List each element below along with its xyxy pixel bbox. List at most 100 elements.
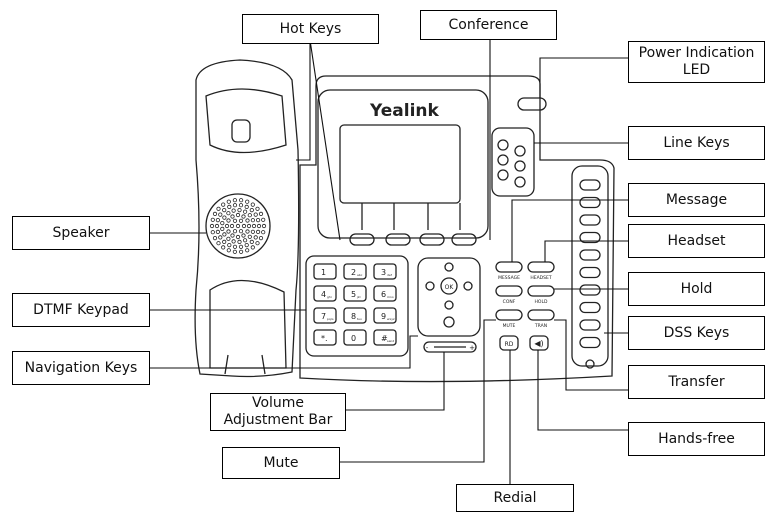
dss-key-3[interactable] <box>579 214 601 226</box>
tran-key[interactable] <box>527 309 555 321</box>
callout-message: Message <box>628 183 765 217</box>
dss-key-5[interactable] <box>579 249 601 261</box>
keypad-digit: 3 <box>381 268 386 277</box>
speaker-hole <box>241 223 247 229</box>
line-key-6[interactable] <box>514 176 526 188</box>
speaker-hole <box>222 215 227 220</box>
handsfree-key[interactable] <box>529 335 549 351</box>
speaker-hole <box>209 223 215 229</box>
nav-ok-key[interactable] <box>440 277 458 295</box>
dss-key-10[interactable] <box>579 336 601 349</box>
dss-key-2[interactable] <box>579 196 601 209</box>
callout-hands-free: Hands-free <box>628 422 765 456</box>
callout-mute: Mute <box>222 447 340 479</box>
keypad-digit: # <box>381 334 388 343</box>
speaker-hole <box>256 223 262 229</box>
dss-key-4[interactable] <box>579 231 601 244</box>
line-key-3[interactable] <box>497 169 509 181</box>
leader-headset <box>544 240 628 262</box>
line-key-1[interactable] <box>497 139 509 151</box>
speaker-hole <box>238 244 244 249</box>
keypad-key-1[interactable]: 1 <box>313 263 337 280</box>
speaker-hole <box>226 248 231 253</box>
speaker-hole <box>220 226 225 231</box>
speaker-hole <box>243 209 248 214</box>
message-key[interactable] <box>495 261 523 273</box>
leader-handsfree <box>537 350 628 431</box>
nav-right-key[interactable] <box>463 281 473 291</box>
redial-key[interactable] <box>499 335 519 351</box>
speaker-hole <box>224 223 230 229</box>
dss-key-8[interactable] <box>579 301 601 314</box>
keypad-digit: 8 <box>351 312 356 321</box>
keypad-digit: 9 <box>381 312 386 321</box>
speaker-hole <box>226 211 231 216</box>
mute-key-label: MUTE <box>503 323 516 329</box>
dss-key-6[interactable] <box>579 266 601 279</box>
speaker-hole <box>226 199 231 204</box>
nav-left-key[interactable] <box>425 281 435 291</box>
speaker-hole <box>227 243 232 248</box>
keypad-digit: 7 <box>321 312 326 321</box>
redial-key-label: RD <box>505 341 514 348</box>
hot-key-1[interactable] <box>349 233 375 246</box>
display-housing <box>317 89 489 239</box>
conf-key[interactable] <box>495 285 523 297</box>
line-key-5[interactable] <box>514 160 526 172</box>
cancel-key[interactable] <box>443 316 455 328</box>
speaker-hole <box>261 217 266 222</box>
speaker-hole <box>239 249 244 254</box>
speaker-hole <box>250 229 255 234</box>
speaker-hole <box>245 248 250 253</box>
speaker-hole <box>226 218 231 223</box>
speaker-hole <box>229 223 235 229</box>
speaker-hole <box>255 218 261 223</box>
speaker-hole <box>221 202 226 207</box>
keypad-letters: def <box>387 273 393 277</box>
conf-key-label: CONF <box>503 299 516 305</box>
speaker-hole <box>245 218 250 223</box>
speaker-hole <box>210 230 215 235</box>
hold-key[interactable] <box>527 285 555 297</box>
dss-key-9[interactable] <box>579 319 601 331</box>
speaker-hole <box>215 229 220 234</box>
speaker-hole <box>232 229 238 234</box>
handset <box>194 59 300 378</box>
speaker-hole <box>227 204 232 209</box>
speaker-hole <box>215 218 220 223</box>
keypad-key-12[interactable]: #send <box>373 329 397 346</box>
dss-key-7[interactable] <box>579 284 601 296</box>
speaker-hole <box>218 212 223 217</box>
keypad-key-10[interactable]: *. <box>313 329 337 346</box>
mute-key[interactable] <box>495 309 523 321</box>
volume-bar[interactable] <box>423 341 477 353</box>
handset-earpiece <box>205 88 287 154</box>
hot-key-2[interactable] <box>385 233 411 246</box>
speaker-hole <box>210 217 215 222</box>
hot-key-3[interactable] <box>419 233 445 246</box>
keypad-letters: wxyz <box>387 317 395 321</box>
nav-down-key[interactable] <box>444 300 454 310</box>
speaker-hole <box>226 229 231 234</box>
leader-transfer <box>554 319 628 391</box>
nav-up-key[interactable] <box>444 262 454 272</box>
dss-key-1[interactable] <box>579 179 601 191</box>
line-key-4[interactable] <box>514 145 526 157</box>
speaker-hole <box>222 208 227 213</box>
hot-key-4[interactable] <box>451 233 477 246</box>
navigation-panel <box>417 257 481 337</box>
brand-logo: Yealink <box>369 101 440 121</box>
line-key-2[interactable] <box>497 154 509 166</box>
headset-key[interactable] <box>527 261 555 273</box>
speaker-hole <box>250 218 255 223</box>
speaker-hole <box>241 233 246 238</box>
keypad-key-11[interactable]: 0 <box>343 329 367 346</box>
